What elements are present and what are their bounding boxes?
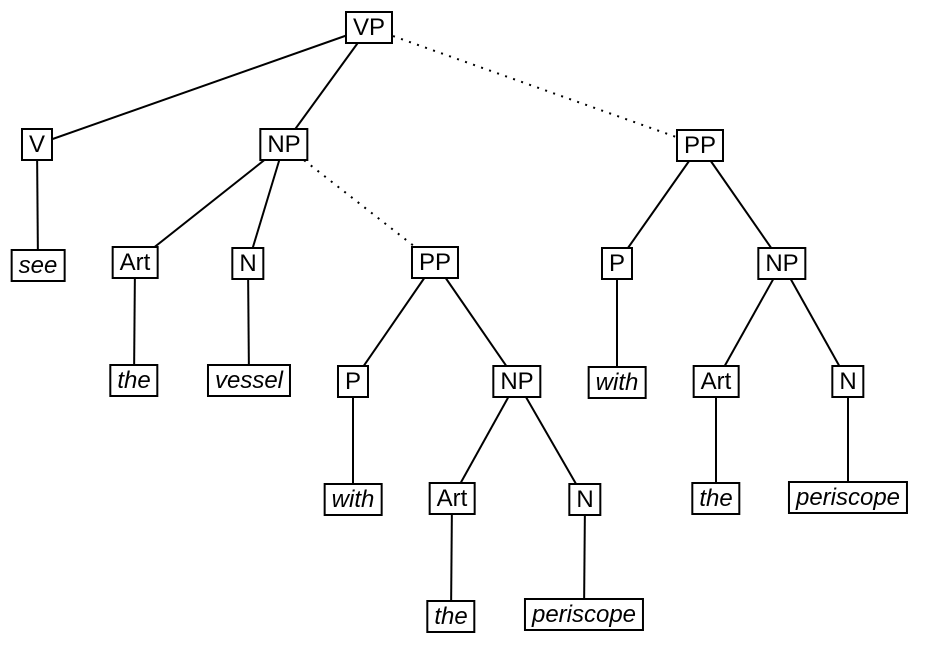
- tree-node-art-obj: Art: [111, 246, 159, 279]
- tree-node-np-obj: NP: [259, 128, 309, 161]
- tree-edge-n-obj-vessel: [247, 263, 250, 381]
- tree-edge-pp-vp-np-pp-vp: [699, 144, 783, 265]
- tree-node-the-pp-np: the: [426, 600, 476, 633]
- tree-node-with-vp: with: [587, 366, 647, 399]
- tree-node-np-pp-vp: NP: [757, 247, 807, 280]
- tree-edge-np-pp-np-n-pp-np: [516, 381, 586, 500]
- tree-edge-v-see: [36, 144, 39, 266]
- tree-node-n-obj: N: [231, 247, 265, 280]
- tree-edge-np-obj-art-obj: [134, 143, 285, 264]
- tree-node-art-pp-np: Art: [428, 482, 476, 515]
- tree-node-see: see: [10, 249, 66, 282]
- tree-edge-pp-np-np-pp-np: [434, 261, 518, 383]
- tree-edge-np-pp-vp-art-pp-vp: [715, 263, 783, 382]
- tree-edge-pp-np-p-np: [352, 261, 436, 383]
- tree-node-v: V: [20, 128, 54, 161]
- tree-node-p-vp: P: [600, 247, 634, 280]
- tree-node-the-pp-vp: the: [691, 482, 741, 515]
- tree-node-periscope-pp-np: periscope: [523, 598, 645, 631]
- tree-edge-np-obj-n-obj: [247, 144, 285, 264]
- tree-edge-vp-pp-vp: [368, 26, 701, 147]
- tree-node-n-pp-vp: N: [831, 365, 865, 398]
- tree-edge-np-obj-pp-np: [283, 143, 436, 264]
- tree-edge-vp-v: [36, 26, 370, 146]
- tree-edge-np-pp-np-art-pp-np: [451, 381, 518, 499]
- tree-edge-art-pp-np-the-pp-np: [450, 498, 453, 617]
- tree-node-the-obj: the: [109, 364, 159, 397]
- tree-edge-art-obj-the-obj: [133, 262, 136, 381]
- tree-node-pp-np: PP: [410, 246, 460, 279]
- tree-node-periscope-pp-vp: periscope: [787, 481, 909, 514]
- tree-edge-vp-np-obj: [283, 26, 370, 146]
- tree-node-vp: VP: [344, 11, 394, 44]
- tree-node-pp-vp: PP: [675, 129, 725, 162]
- tree-node-with-np: with: [323, 483, 383, 516]
- tree-node-p-np: P: [336, 365, 370, 398]
- tree-node-art-pp-vp: Art: [692, 365, 740, 398]
- tree-edge-pp-vp-p-vp: [616, 144, 701, 265]
- tree-edge-n-pp-np-periscope-pp-np: [583, 499, 586, 615]
- tree-node-np-pp-np: NP: [492, 365, 542, 398]
- tree-node-n-pp-np: N: [568, 483, 602, 516]
- tree-edge-np-pp-vp-n-pp-vp: [781, 263, 849, 382]
- tree-node-vessel: vessel: [206, 364, 292, 397]
